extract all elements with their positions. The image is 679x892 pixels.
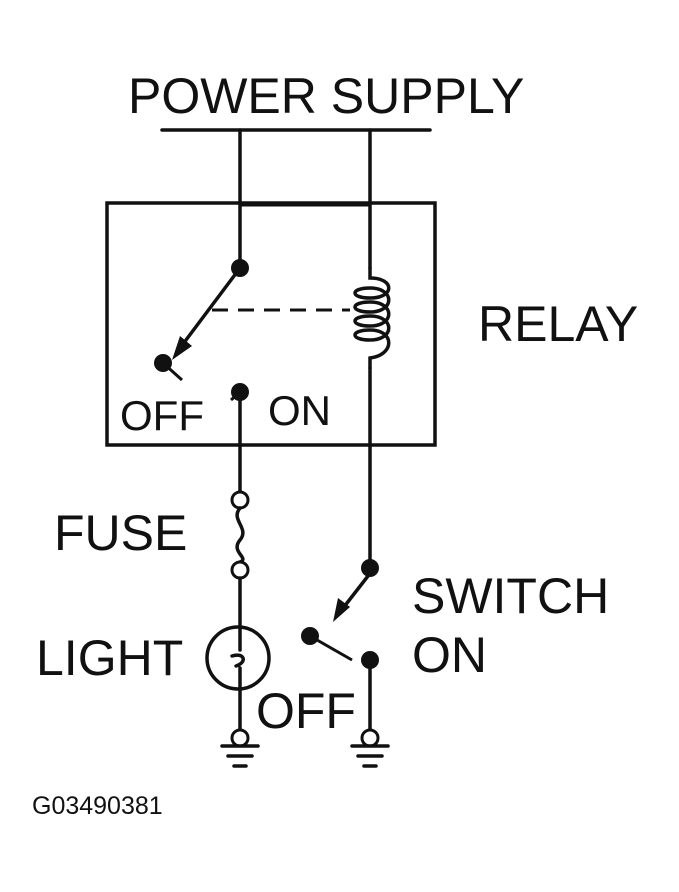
switch-arm-arrowhead [333,598,350,622]
relay-label: RELAY [478,296,638,352]
light-bulb-icon [205,625,271,691]
fuse-terminal-bottom [230,560,250,580]
switch-off-label: OFF [256,683,356,739]
fuse-icon [235,506,245,564]
switch-label: SWITCH [412,568,609,624]
light-ground-terminal [230,728,250,748]
switch-on-label: ON [412,627,487,683]
relay-contact-arm [178,266,242,350]
fuse-label: FUSE [54,505,187,561]
relay-on-label: ON [268,387,331,434]
light-ground-icon [220,744,260,768]
figure-code: G03490381 [32,792,163,820]
light-label: LIGHT [36,630,183,686]
switch-top-terminal [361,559,379,577]
power-supply-label: POWER SUPPLY [128,68,524,124]
relay-arm-arrowhead [172,336,192,360]
relay-coil-icon [353,266,391,370]
switch-ground-terminal [360,728,380,748]
light-filament [230,626,245,692]
switch-ground-icon [350,744,390,768]
relay-off-label: OFF [120,392,204,439]
fuse-terminal-top [230,490,250,510]
switch-off-tail [309,634,353,662]
relay-off-terminal-tail [161,361,184,382]
relay-box [105,201,437,447]
